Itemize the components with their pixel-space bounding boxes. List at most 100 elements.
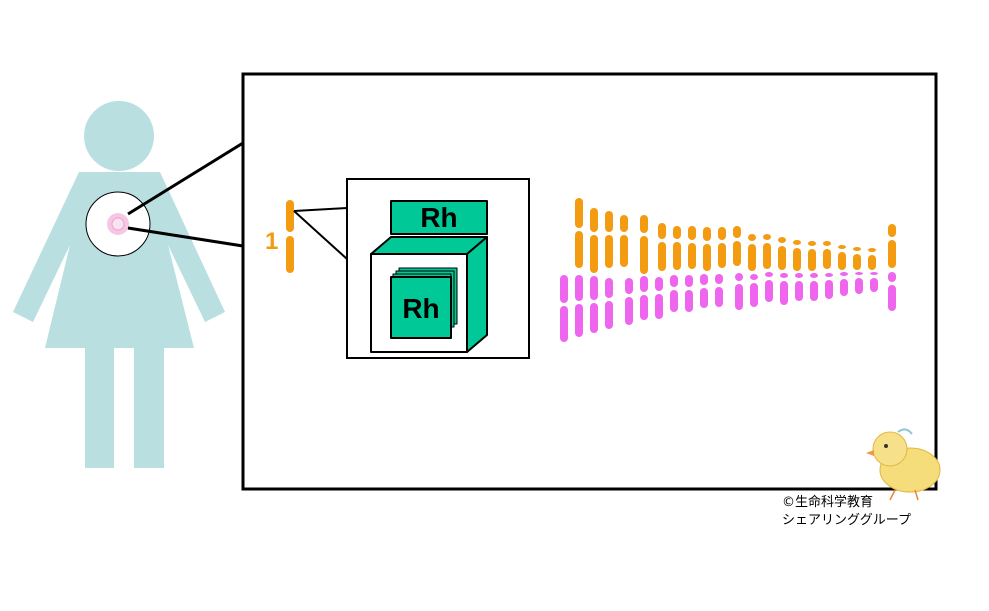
chromosome-arm-p	[840, 272, 848, 276]
chromosome-arm-p	[763, 234, 771, 240]
chromosome-arm-q	[763, 243, 771, 269]
chromosome-arm-p	[855, 272, 863, 275]
chromosome-arm-q	[718, 243, 726, 268]
chromosome-arm-q	[703, 244, 711, 271]
chromosome-arm-p	[590, 208, 598, 232]
chromosome-arm-p	[810, 273, 818, 278]
chromosome-arm-q	[795, 281, 803, 301]
chromosome-arm-p	[750, 274, 758, 280]
chromosome-arm-q	[658, 242, 666, 271]
chromosome-arm-q	[870, 278, 878, 292]
chromosome-arm-q	[840, 279, 848, 296]
chromosome-arm-p	[853, 247, 861, 251]
chromosome-arm-p	[838, 245, 846, 249]
chromosome-arm-q	[673, 242, 681, 270]
chromosome-arm-q	[765, 280, 773, 302]
chromosome-arm-p	[765, 272, 773, 277]
chromosome-arm-q	[810, 281, 818, 301]
chromosome-arm-q	[590, 235, 598, 273]
chromosome-arm-q	[838, 252, 846, 270]
chromosome-arm-p	[605, 211, 613, 232]
chromosome-arm-p	[888, 224, 896, 237]
chromosome-arm-q	[780, 281, 788, 305]
chromosome-arm-p	[703, 227, 711, 241]
credit-line-1: ©生命科学教育	[782, 495, 874, 510]
chromosome-arm-p	[700, 274, 708, 285]
chromosome-arm-q	[655, 294, 663, 319]
chromosome-arm-q	[715, 287, 723, 307]
chromosome-arm-q	[640, 236, 648, 274]
chromosome-arm-q	[575, 231, 583, 268]
chromosome-arm-p	[870, 272, 878, 275]
chromosome-arm-q	[888, 285, 896, 311]
chromosome-arm-q	[750, 283, 758, 307]
chromosome-arm-p	[575, 275, 583, 301]
chromosome-arm-p	[640, 215, 648, 233]
chromosome-arm-p	[640, 276, 648, 292]
credit-text: ©生命科学教育 シェアリンググループ	[782, 494, 911, 530]
gene-pointer	[293, 207, 348, 260]
chromosome-arm-q	[575, 304, 583, 337]
chromosome-arm-q	[688, 243, 696, 269]
chromosome-arm-q	[825, 280, 833, 299]
chromosome-arm-q	[735, 284, 743, 310]
chromosome-arm-p	[625, 278, 633, 294]
chromosome-arm-q	[733, 241, 741, 266]
chromosome-row-magenta	[560, 272, 896, 342]
chromosome-arm-p	[605, 278, 613, 298]
zoom-lines	[127, 141, 244, 248]
chromosome-arm-q	[778, 246, 786, 270]
chick-icon	[866, 428, 941, 501]
chromosome-arm-q	[700, 288, 708, 308]
chromosome-arm-p	[655, 277, 663, 291]
chromosome-1-icon	[286, 200, 294, 273]
chromosome-arm-q	[560, 306, 568, 342]
chromosome-arm-q	[748, 244, 756, 271]
chromosome-arm-p	[735, 273, 743, 281]
chromosome-arm-q	[590, 303, 598, 333]
rh-gene-box	[370, 200, 488, 353]
chromosome-arm-q	[625, 297, 633, 325]
chromosome-arm-q	[620, 235, 628, 267]
chromosome-arm-p	[688, 226, 696, 240]
cell-icon	[85, 191, 151, 257]
chromosome-arm-q	[793, 248, 801, 271]
chromosome-arm-p	[620, 215, 628, 232]
chromosome-arm-q	[855, 278, 863, 294]
chromosome-arm-p	[658, 223, 666, 239]
chromosome-arm-p	[778, 237, 786, 243]
chromosome-arm-q	[605, 301, 613, 329]
chromosome-arm-p	[673, 226, 681, 239]
chromosome-arm-p	[823, 241, 831, 246]
chromosome-arm-q	[853, 254, 861, 270]
chromosome-arm-p	[718, 227, 726, 240]
chromosome-arm-q	[888, 240, 896, 268]
chromosome-arm-p	[685, 275, 693, 287]
chromosome-label: 1	[265, 228, 278, 255]
chromosome-row-orange	[575, 198, 896, 274]
chromosome-arm-q	[823, 249, 831, 269]
rh-label-top: Rh	[420, 202, 457, 233]
rh-label-front: Rh	[402, 293, 439, 324]
chromosome-arm-p	[825, 273, 833, 277]
chromosome-arm-p	[733, 226, 741, 238]
chromosome-arm-p	[888, 272, 896, 282]
chromosome-arm-q	[640, 295, 648, 320]
chromosome-arm-q	[670, 290, 678, 312]
chromosome-arm-q	[868, 255, 876, 270]
chromosome-arm-p	[575, 198, 583, 228]
chromosome-arm-p	[670, 275, 678, 287]
chromosome-arm-p	[590, 276, 598, 300]
chromosome-arm-p	[795, 273, 803, 278]
chromosome-arm-p	[808, 241, 816, 246]
chromosome-arm-p	[868, 248, 876, 252]
chromosome-arm-p	[715, 274, 723, 284]
chromosome-arm-q	[685, 290, 693, 312]
chromosome-arm-p	[748, 234, 756, 241]
chromosome-arm-p	[780, 273, 788, 278]
chromosome-arm-p	[793, 240, 801, 245]
chromosome-arm-q	[808, 249, 816, 271]
chromosome-arm-q	[605, 235, 613, 268]
credit-line-2: シェアリンググループ	[782, 513, 911, 528]
